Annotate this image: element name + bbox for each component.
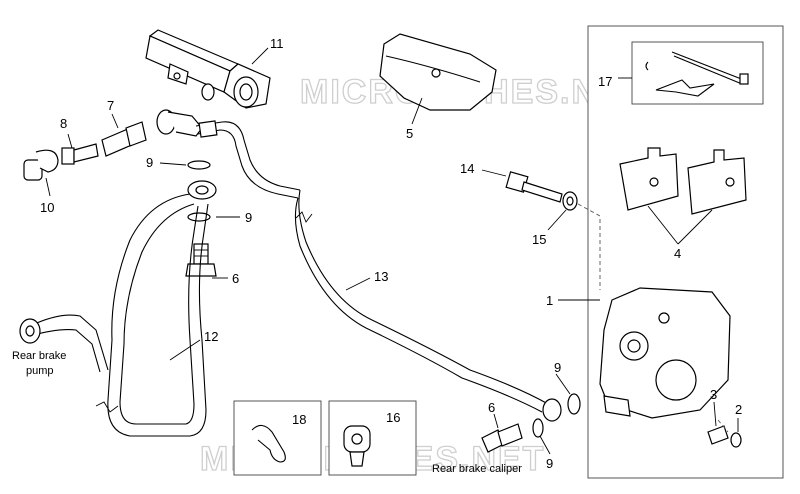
- callout-6-left: 6: [232, 271, 239, 286]
- callout-15: 15: [532, 232, 546, 247]
- banjo-union: [101, 121, 147, 157]
- callout-2: 2: [735, 402, 742, 417]
- sealing-washer-caliper-outer: [567, 393, 581, 415]
- callout-17: 17: [598, 74, 612, 89]
- callout-1: 1: [546, 293, 553, 308]
- sealing-washer-upper: [187, 160, 211, 170]
- inset-box-16: [328, 400, 417, 476]
- brake-hose-12: [19, 193, 209, 437]
- hose-clip: [251, 424, 286, 463]
- dust-cap: [23, 149, 59, 181]
- callout-12: 12: [204, 329, 218, 344]
- callout-4: 4: [674, 246, 681, 261]
- label-rear-brake-caliper: Rear brake caliper: [432, 463, 522, 475]
- callout-13: 13: [374, 269, 388, 284]
- callout-6-right: 6: [488, 400, 495, 415]
- callout-7: 7: [107, 98, 114, 113]
- callout-18: 18: [292, 412, 306, 427]
- reservoir-cover: [379, 33, 497, 111]
- caliper-bleeder: [707, 425, 729, 445]
- callout-9-caliper-upper: 9: [554, 360, 561, 375]
- brake-caliper: [599, 287, 731, 419]
- callout-9-upper: 9: [146, 155, 153, 170]
- pin-kit: [645, 51, 749, 97]
- label-rear-brake-pump-2: pump: [26, 365, 54, 377]
- sealing-washer-lower: [187, 212, 211, 222]
- banjo-bolt-right: [481, 423, 523, 453]
- callout-9-caliper-lower: 9: [546, 456, 553, 471]
- callout-14: 14: [460, 161, 474, 176]
- callout-5: 5: [406, 126, 413, 141]
- bleeder-cap: [730, 432, 742, 448]
- pin-kit-box: [631, 41, 764, 105]
- inset-box-18: [233, 400, 322, 476]
- callout-10: 10: [40, 200, 54, 215]
- brake-hose-13: [294, 189, 562, 422]
- bleed-nipple: [61, 143, 99, 165]
- callout-8: 8: [60, 116, 67, 131]
- brake-pads: [619, 147, 747, 215]
- callout-16: 16: [386, 410, 400, 425]
- sealing-washer-caliper-inner: [532, 418, 544, 438]
- callout-3: 3: [710, 387, 717, 402]
- hose-guide: [343, 425, 371, 467]
- caliper-bolt: [505, 171, 563, 203]
- elbow-fitting: [156, 109, 203, 137]
- master-cylinder: [145, 29, 271, 109]
- callout-11: 11: [270, 36, 284, 51]
- callout-9-lower: 9: [245, 210, 252, 225]
- label-rear-brake-pump-1: Rear brake: [12, 350, 66, 362]
